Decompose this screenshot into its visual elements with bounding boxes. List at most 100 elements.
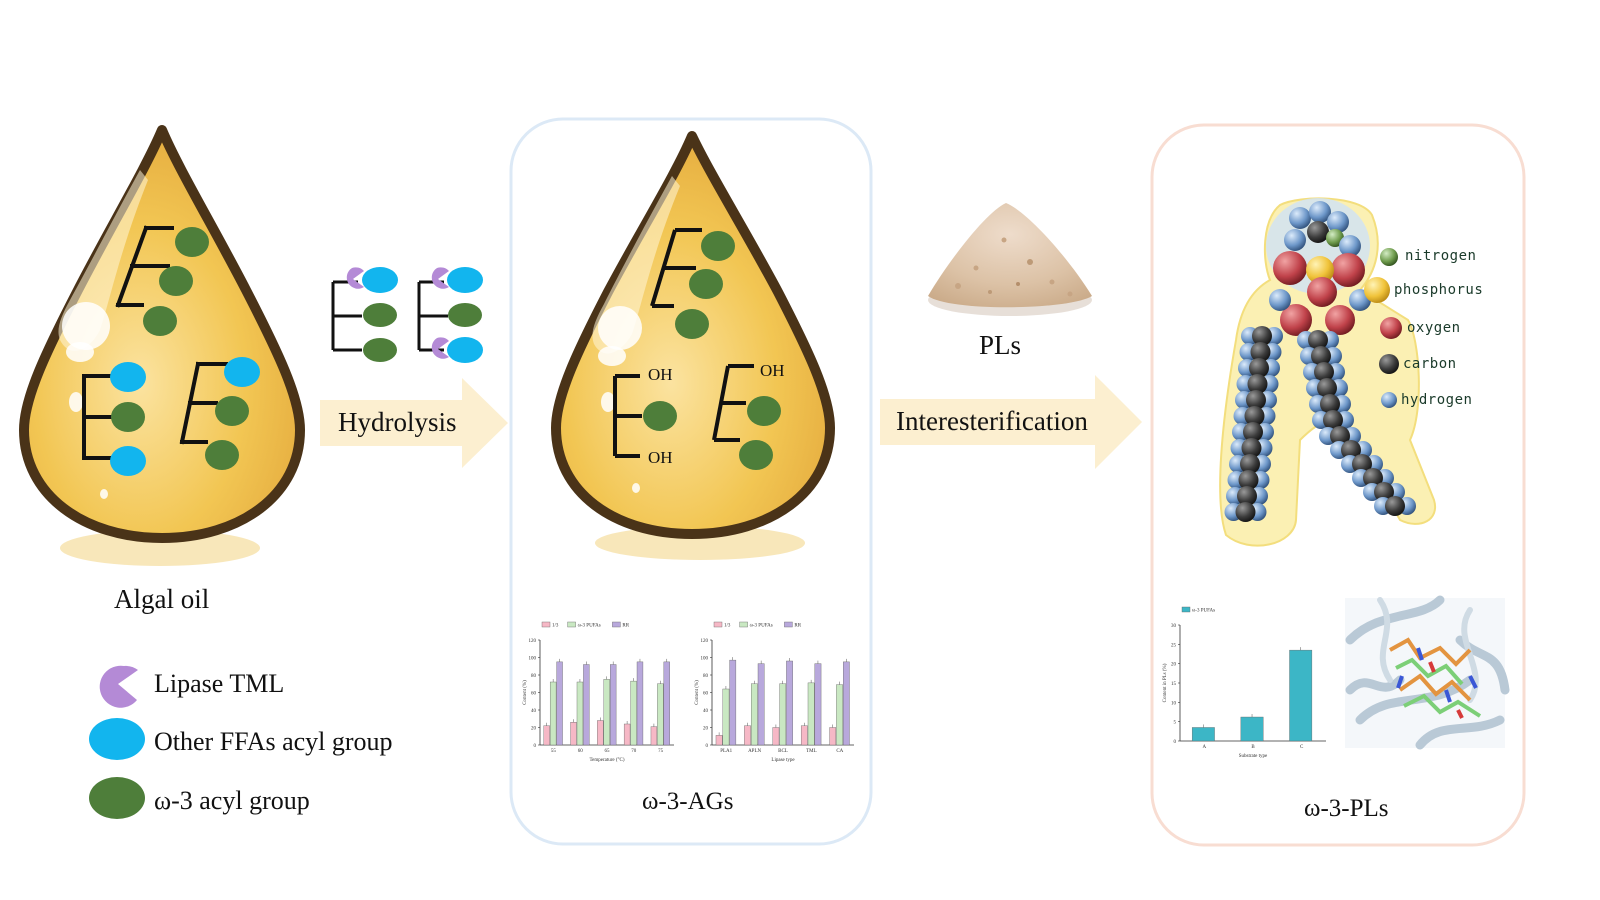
y-tick-label: 100 [701,657,709,662]
lipase-tml-icon [346,267,364,289]
lipase-bound-triglyceride-1 [331,280,362,352]
omega3-acyl-group [215,396,249,426]
y-tick-label: 0 [534,744,537,749]
y-tick-label: 40 [531,709,537,714]
omega3-ags-drop [551,131,835,560]
tail-left-carbon-atom [1252,326,1272,346]
omega3-ags-label: ω-3-AGs [642,788,734,815]
other-ffa-acyl-group [447,337,483,363]
y-tick-label: 20 [1171,663,1177,668]
triglyceride-mixed-right [179,361,228,445]
bar [772,727,780,746]
y-tick-label: 60 [703,692,709,697]
other-ffa-acyl-group [110,362,146,392]
y-tick-label: 60 [531,692,537,697]
bar [750,683,758,746]
diacylglycerol [712,364,754,442]
legend-entry: RR [622,624,629,629]
other-ffa-acyl-group [447,267,483,293]
omega3-acyl-group [643,401,677,431]
x-tick-label: 65 [605,749,611,754]
phospholipid-powder [928,203,1092,316]
tail-left-carbon-atom [1238,470,1259,490]
x-tick-label: CA [836,749,843,754]
interesterification-label: Interesterification [896,406,1088,436]
y-axis-label: Content (%) [523,680,528,705]
x-axis-label: Temperature (°C) [589,758,624,763]
bar [543,725,550,746]
x-axis-label: Lipase type [771,758,795,763]
x-tick-label: A [1203,745,1207,750]
bar [729,659,737,746]
omega3-acyl-group [205,440,239,470]
hydrogen-atom-icon [1381,392,1397,408]
hydroxyl-label-3: OH [760,361,785,380]
bar [623,723,631,746]
atom-label-carbon: carbon [1403,356,1457,372]
tail-right-carbon-atom [1374,482,1394,502]
y-tick-label: 120 [529,639,537,644]
x-tick-label: 70 [631,749,637,754]
legend-swatch [713,621,723,628]
bar [610,664,617,746]
bar [630,680,637,746]
bar [1240,716,1264,742]
bar [722,688,730,746]
omega3-ags-panel [509,117,873,846]
hydrolysis-label: Hydrolysis [338,407,457,437]
bar [800,725,808,746]
bar [650,726,658,746]
tail-left-carbon-atom [1237,486,1257,506]
other-ffa-acyl-group [110,446,146,476]
tail-left-carbon-atom [1235,502,1256,522]
phospholipid-molecule-model [1219,197,1437,547]
omega3-acyl-group [363,338,397,362]
y-tick-label: 120 [701,639,709,644]
y-tick-label: 0 [706,744,709,749]
legend-entry: ω-3 PUFAs [750,624,773,629]
tail-right-carbon-atom [1308,330,1328,350]
y-tick-label: 25 [1171,643,1177,648]
omega3-acyl-group [675,309,709,339]
y-tick-label: 20 [703,727,709,732]
omega3-acyl-group [175,227,209,257]
tail-right-carbon-atom [1320,394,1340,414]
y-tick-label: 5 [1174,721,1177,726]
omega3-acyl-group [448,303,482,327]
tail-left-carbon-atom [1250,342,1271,362]
x-tick-label: BCL [778,749,788,754]
lipase-tml-icon [431,267,449,289]
bar [663,661,670,746]
bar [807,682,815,746]
x-tick-label: B [1251,745,1255,750]
x-tick-label: APLN [748,749,761,754]
omega3-acyl-group [689,269,723,299]
legend-swatch [567,621,576,628]
omega3-legend-icon [89,777,145,819]
tail-right-carbon-atom [1314,362,1334,382]
x-tick-label: 55 [551,749,557,754]
tail-left-carbon-atom [1247,374,1268,394]
bar [1289,649,1313,742]
x-axis-label: Substrate type [1239,754,1268,759]
atom-label-hydrogen: hydrogen [1401,392,1473,408]
tail-right-carbon-atom [1317,378,1337,398]
legend-swatch [612,621,621,628]
atom-label-phosphorus: phosphorus [1394,282,1484,298]
carbon-atom-icon [1379,354,1399,374]
other-ffa-acyl-group [362,267,398,293]
bar [757,663,765,746]
tail-right-carbon-atom [1323,410,1343,430]
monoacylglycerol [613,374,642,458]
tail-right-carbon-atom [1352,454,1372,474]
legend-entry: ω-3 PUFAs [578,624,601,629]
bar [570,722,577,746]
y-tick-label: 40 [703,709,709,714]
tail-right-carbon-atom [1385,496,1405,516]
omega3-acyl-group [747,396,781,426]
triglyceride-omega3 [115,225,174,308]
molecular-docking-image [1345,595,1510,750]
